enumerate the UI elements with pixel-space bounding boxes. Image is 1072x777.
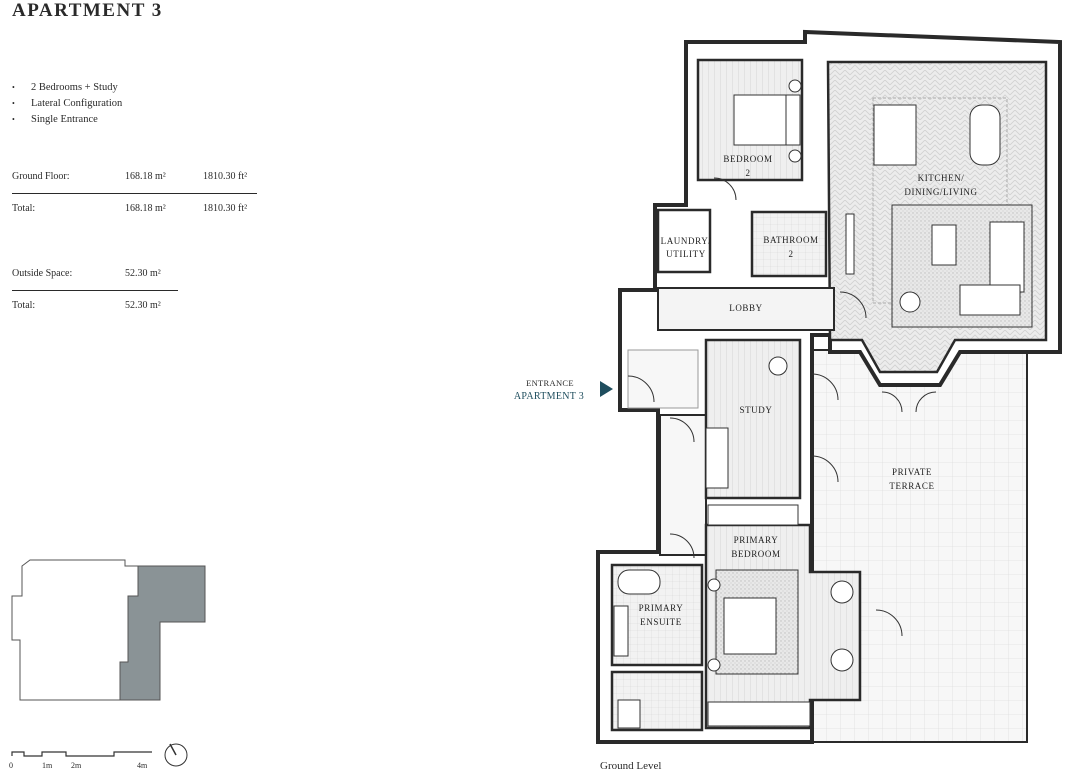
desk-icon xyxy=(705,427,729,489)
feature-list: 2 Bedrooms + Study Lateral Configuration… xyxy=(12,80,122,128)
scale-bar xyxy=(11,751,152,757)
toilet-icon xyxy=(617,699,641,729)
area-label: Ground Floor: xyxy=(12,171,70,182)
feature-item: Lateral Configuration xyxy=(12,96,122,112)
lamp-icon xyxy=(788,149,802,163)
room-label-laundry: LAUNDRY/ xyxy=(661,236,712,246)
area-sqft: 1810.30 ft² xyxy=(203,171,248,182)
key-plan-highlight xyxy=(119,565,206,701)
scale-label-1m: 1m xyxy=(42,761,53,770)
lamp-icon xyxy=(707,578,721,592)
wardrobe-icon xyxy=(707,504,799,526)
room-label-bedroom-2-number: 2 xyxy=(745,168,750,178)
armchair-icon xyxy=(899,291,921,313)
scale-label-2m: 2m xyxy=(71,761,82,770)
entrance-apartment-label: APARTMENT 3 xyxy=(513,391,585,402)
bathtub-icon xyxy=(617,569,661,595)
coffee-table-icon xyxy=(931,224,957,266)
area-sqm: 168.18 m² xyxy=(125,203,166,214)
room-label-dining-living: DINING/LIVING xyxy=(904,187,977,197)
room-label-utility: UTILITY xyxy=(666,249,706,259)
kitchen-island-icon xyxy=(873,104,917,166)
area-sqm: 168.18 m² xyxy=(125,171,166,182)
vanity-icon xyxy=(613,605,629,657)
room-label-study: STUDY xyxy=(739,405,772,415)
chair-icon xyxy=(768,356,788,376)
key-plan-outline xyxy=(11,559,139,701)
lobby-floor xyxy=(657,287,835,331)
feature-item: 2 Bedrooms + Study xyxy=(12,80,122,96)
bed-icon xyxy=(733,94,787,146)
room-label-bathroom-2-number: 2 xyxy=(788,249,793,259)
area-sqm: 52.30 m² xyxy=(125,300,161,311)
lamp-icon xyxy=(707,658,721,672)
area-sqm: 52.30 m² xyxy=(125,268,161,279)
entrance-arrow-icon xyxy=(600,381,613,397)
chair-icon xyxy=(830,648,854,672)
room-label-private: PRIVATE xyxy=(892,467,932,477)
bathroom-2-floor xyxy=(750,210,828,278)
area-sqft: 1810.30 ft² xyxy=(203,203,248,214)
divider xyxy=(12,290,178,291)
entrance-label: ENTRANCE xyxy=(526,378,574,388)
divider xyxy=(12,193,257,194)
sofa-icon xyxy=(959,284,1021,316)
room-label-ensuite-primary: PRIMARY xyxy=(639,603,684,613)
feature-item: Single Entrance xyxy=(12,112,122,128)
room-label-kitchen: KITCHEN/ xyxy=(918,173,965,183)
room-label-bedroom: BEDROOM xyxy=(731,549,780,559)
area-label: Total: xyxy=(12,203,36,214)
scale-label-4m: 4m xyxy=(137,761,148,770)
apartment-title: APARTMENT 3 xyxy=(12,0,163,21)
level-label: Ground Level xyxy=(600,760,662,772)
scale-label-0: 0 xyxy=(9,761,13,770)
wardrobe-icon xyxy=(707,701,811,727)
entrance-hall-floor xyxy=(627,349,699,409)
room-label-lobby: LOBBY xyxy=(729,303,763,313)
room-label-bathroom-2: BATHROOM xyxy=(763,235,818,245)
dining-table-icon xyxy=(969,104,1001,166)
corridor-floor xyxy=(659,414,707,556)
room-label-bedroom-2: BEDROOM xyxy=(723,154,772,164)
bed-icon xyxy=(723,597,777,655)
chair-icon xyxy=(830,580,854,604)
lamp-icon xyxy=(788,79,802,93)
room-label-ensuite: ENSUITE xyxy=(640,617,682,627)
sofa-icon xyxy=(989,221,1025,293)
area-label: Total: xyxy=(12,300,36,311)
laundry-floor xyxy=(656,208,712,274)
room-label-terrace: TERRACE xyxy=(889,481,934,491)
room-label-primary: PRIMARY xyxy=(734,535,779,545)
area-label: Outside Space: xyxy=(12,268,73,279)
